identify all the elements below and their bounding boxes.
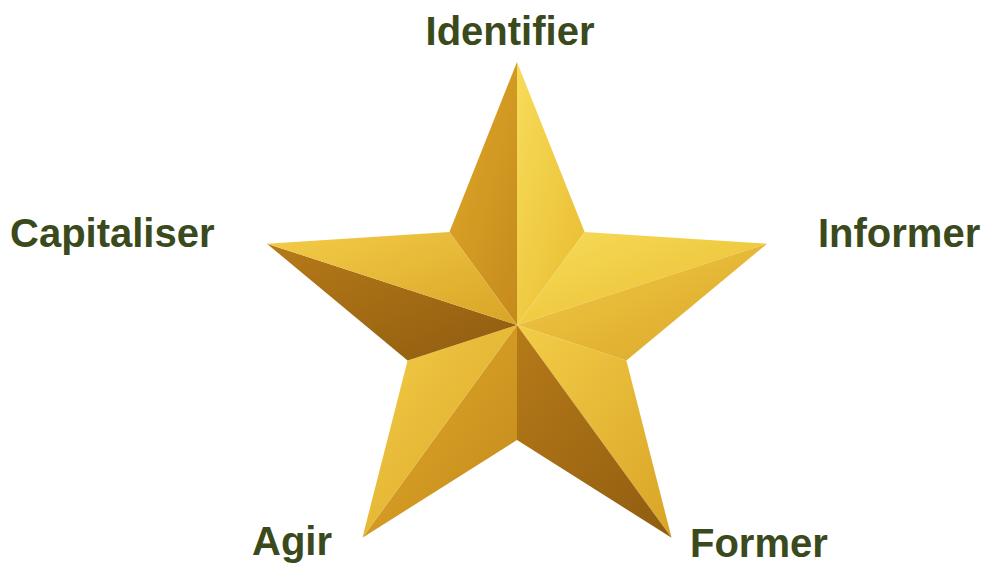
star-facet [362, 325, 517, 538]
point-label: Former [690, 520, 828, 566]
point-label: Agir [252, 518, 332, 564]
star-facet [517, 325, 672, 538]
star-facet [362, 325, 517, 538]
point-label: Identifier [426, 8, 595, 54]
point-label: Informer [818, 210, 980, 256]
point-label: Capitaliser [10, 210, 215, 256]
star-facet [267, 232, 517, 325]
star-facet [517, 325, 672, 538]
